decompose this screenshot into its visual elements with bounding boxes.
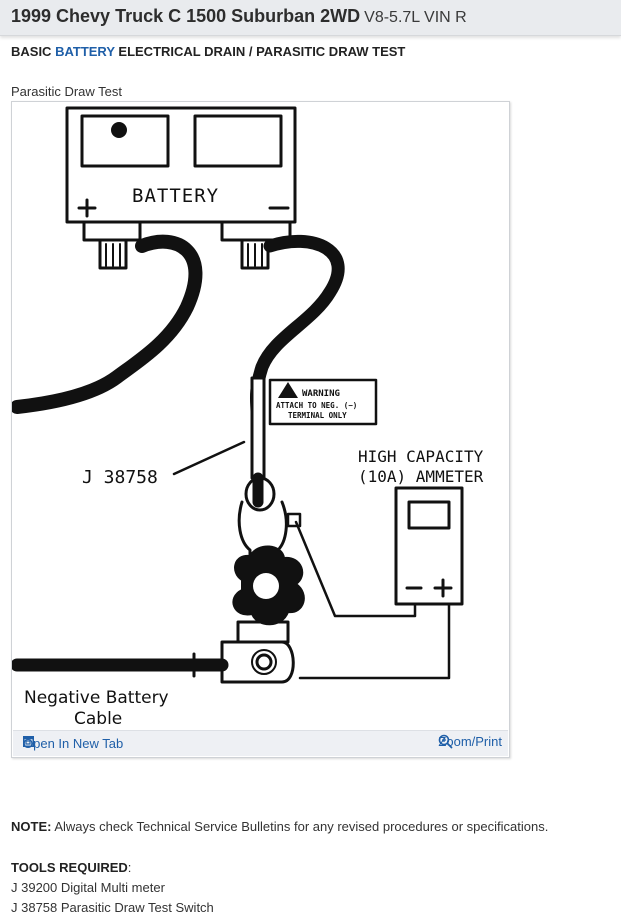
positive-terminal-base bbox=[82, 220, 142, 242]
ammeter-display bbox=[407, 500, 451, 530]
ammeter-label-2: (10A) AMMETER bbox=[358, 467, 484, 486]
note-text: NOTE: Always check Technical Service Bul… bbox=[11, 819, 548, 834]
figure-caption: Parasitic Draw Test bbox=[11, 84, 123, 99]
positive-terminal-post bbox=[98, 238, 128, 270]
switch-tag bbox=[250, 376, 266, 480]
warning-label-box bbox=[268, 378, 378, 426]
open-in-new-tab-link[interactable]: Open In New Tab bbox=[23, 736, 123, 751]
zoom-print-label: Zoom/Print bbox=[438, 734, 502, 749]
tool-item-multimeter: J 39200 Digital Multi meter bbox=[11, 880, 165, 895]
ammeter-lead-negative bbox=[294, 520, 417, 618]
procedure-title: BASIC BATTERY ELECTRICAL DRAIN / PARASIT… bbox=[11, 44, 405, 59]
warning-line-2: TERMINAL ONLY bbox=[288, 411, 347, 420]
tool-leader-line bbox=[172, 440, 246, 476]
warning-title: WARNING bbox=[302, 389, 340, 399]
battery-label: BATTERY bbox=[132, 185, 219, 207]
procedure-title-prefix: BASIC bbox=[11, 44, 56, 59]
tool-label: J 38758 bbox=[82, 467, 158, 488]
warning-triangle-icon bbox=[278, 382, 298, 398]
note-label: NOTE: bbox=[11, 819, 52, 834]
cable-label-1: Negative Battery bbox=[24, 688, 169, 708]
cable-clamp-body bbox=[220, 640, 295, 684]
tools-heading: TOOLS REQUIRED: bbox=[11, 860, 131, 875]
engine-spec: V8-5.7L VIN R bbox=[364, 9, 467, 26]
ammeter-label-1: HIGH CAPACITY bbox=[358, 447, 484, 466]
warning-line-1: ATTACH TO NEG. (−) bbox=[276, 401, 357, 410]
ammeter-lead-positive bbox=[298, 602, 451, 680]
battery-cell-left bbox=[80, 114, 170, 168]
cable-clamp-bolt bbox=[255, 653, 273, 671]
new-tab-icon bbox=[23, 736, 34, 747]
negative-terminal-post bbox=[240, 238, 270, 270]
parasitic-draw-diagram: BATTERY J 38758 WARNING ATTACH TO NEG. (… bbox=[12, 106, 484, 729]
positive-cable bbox=[12, 234, 203, 414]
figure-panel: BATTERY J 38758 WARNING ATTACH TO NEG. (… bbox=[11, 101, 510, 758]
ammeter-plus bbox=[433, 578, 453, 598]
ammeter-body bbox=[394, 486, 464, 606]
switch-head bbox=[244, 476, 276, 512]
battery-indicator bbox=[111, 122, 127, 138]
cable-clamp-neck bbox=[236, 620, 290, 644]
positive-sign bbox=[77, 198, 97, 218]
cable-label-2: Cable bbox=[74, 709, 122, 729]
vehicle-name: 1999 Chevy Truck C 1500 Suburban 2WD bbox=[11, 6, 361, 26]
battery-case bbox=[65, 106, 297, 224]
tool-item-draw-switch: J 38758 Parasitic Draw Test Switch bbox=[11, 900, 214, 915]
open-in-new-tab-label: Open In New Tab bbox=[23, 736, 124, 751]
note-body: Always check Technical Service Bulletins… bbox=[51, 819, 549, 834]
zoom-icon bbox=[439, 734, 453, 749]
switch-knob-center bbox=[253, 573, 279, 599]
zoom-print-link[interactable]: Zoom/Print bbox=[438, 734, 502, 749]
tools-label: TOOLS REQUIRED bbox=[11, 860, 128, 875]
battery-link[interactable]: BATTERY bbox=[55, 44, 115, 59]
tools-colon: : bbox=[127, 860, 132, 875]
figure-footer: Open In New Tab Zoom/Print bbox=[13, 730, 508, 756]
procedure-title-suffix: ELECTRICAL DRAIN / PARASITIC DRAW TEST bbox=[114, 44, 406, 59]
switch-screw bbox=[286, 512, 302, 528]
battery-cell-right bbox=[193, 114, 283, 168]
